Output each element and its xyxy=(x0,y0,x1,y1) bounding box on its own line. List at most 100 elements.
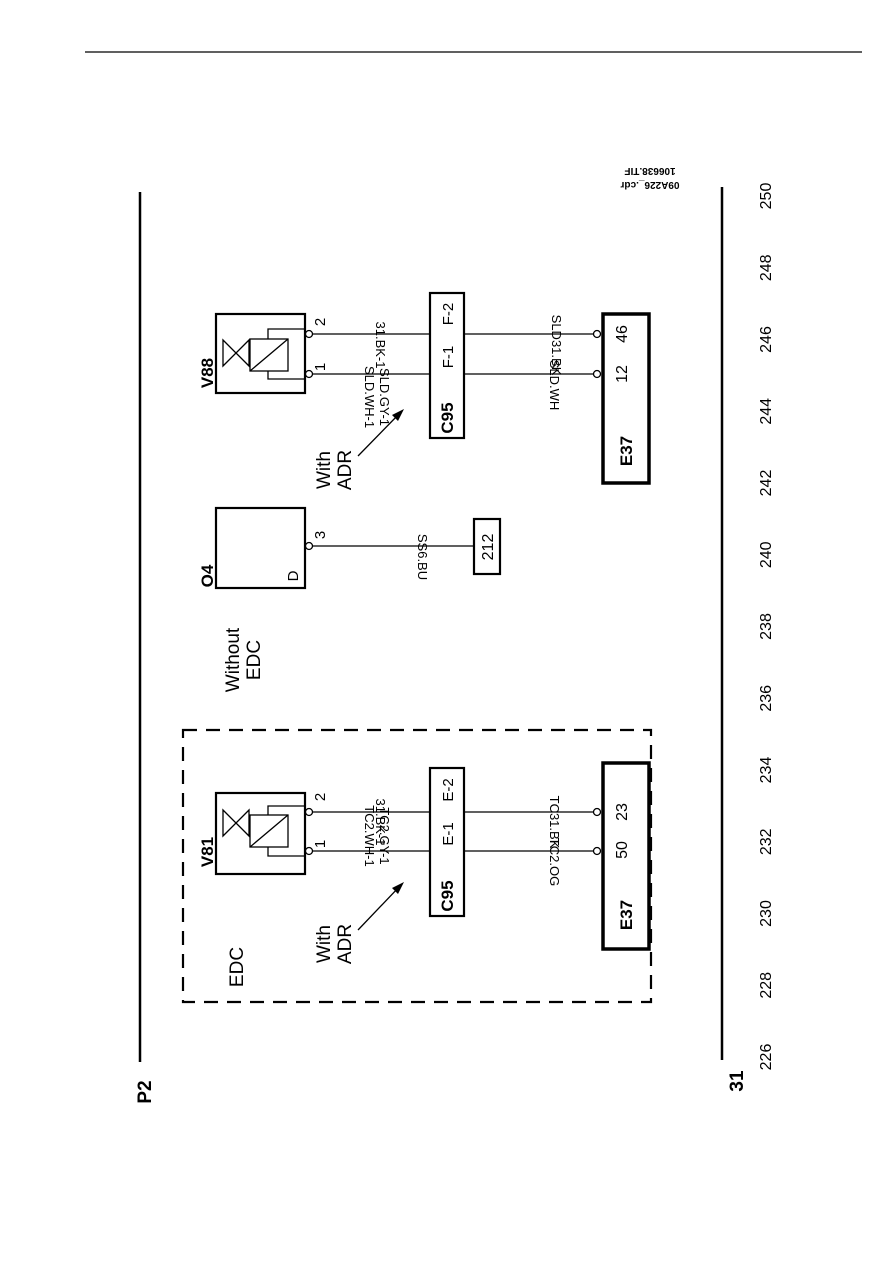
v88-wire-label-sld31: SLD31.BK xyxy=(549,315,564,376)
v88-wire-1-label-group: SLD.GY-1 SLD.WH-1 xyxy=(362,366,392,428)
v88-pin-2: 2 xyxy=(312,318,329,326)
v88-coil-diagonal xyxy=(249,338,289,372)
c95-f-pin-2: F-2 xyxy=(440,303,457,326)
edc-wire-label-og: TC2.OG xyxy=(547,838,562,886)
v81-valve-triangle-right xyxy=(235,808,250,838)
o4-pin-letter: D xyxy=(285,570,302,581)
edc-wire-label-gy: TC2.GY-1 xyxy=(377,807,392,864)
edc-wire-label-tc31: TC31.BK xyxy=(547,796,562,849)
e37-v88-pin-12: 12 xyxy=(614,365,631,383)
edc-adr-arrow-shaft xyxy=(357,885,401,931)
e37-edc-pin-50: 50 xyxy=(614,841,631,859)
edc-adr-arrow-head xyxy=(392,882,404,894)
grid-number: 242 xyxy=(758,470,775,497)
ref-212-box xyxy=(472,517,502,576)
v81-coil-diagonal xyxy=(249,814,289,848)
v81-pin-2: 2 xyxy=(312,793,329,801)
grid-number: 236 xyxy=(758,685,775,712)
v81-label: V81 xyxy=(198,837,217,867)
grid-number-row: 226 228 230 232 234 236 238 240 242 244 246 248 250 xyxy=(758,183,775,1071)
ss6-wire-label: SS6.BU xyxy=(415,534,430,580)
v81-valve-triangle-left xyxy=(222,808,237,838)
v88-pin-1: 1 xyxy=(312,363,329,371)
v88-coil-lead-2 xyxy=(267,328,305,339)
grid-number: 232 xyxy=(758,828,775,855)
edc-wire-label-bk: 31.BK-1 xyxy=(373,799,388,846)
edc-wire-1-label-group: TC2.GY-1 TC2.WH-1 xyxy=(362,805,392,866)
module-o4: O4 D 3 xyxy=(198,506,329,590)
grid-number: 250 xyxy=(758,183,775,210)
v88-wire-label-wh: SLD.WH-1 xyxy=(362,366,377,428)
v81-terminal-2 xyxy=(304,807,314,817)
connector-c95-f: C95 F-1 F-2 xyxy=(428,291,466,440)
e37-edc-pin-23: 23 xyxy=(614,803,631,821)
c95-e-box xyxy=(428,766,466,918)
e37-v88-box xyxy=(601,312,651,485)
e37-terminal-46 xyxy=(592,329,602,339)
grid-number: 248 xyxy=(758,254,775,281)
grid-number: 238 xyxy=(758,613,775,640)
e37-terminal-50 xyxy=(592,846,602,856)
c95-e-label: C95 xyxy=(438,880,457,911)
grid-number: 230 xyxy=(758,900,775,927)
v88-valve-triangle-right xyxy=(235,338,250,368)
o4-terminal-3 xyxy=(304,541,314,551)
v81-coil-lead-2 xyxy=(267,805,305,815)
filename-cdr: 09A226_.cdr xyxy=(620,179,679,190)
v81-terminal-1 xyxy=(304,846,314,856)
v88-wire-label-gy: SLD.GY-1 xyxy=(377,368,392,426)
edc-wire-label-wh: TC2.WH-1 xyxy=(362,805,377,866)
v88-coil-lead-1 xyxy=(267,371,305,380)
bus-label-31: 31 xyxy=(727,1070,748,1092)
v81-pin-1: 1 xyxy=(312,840,329,848)
grid-number: 234 xyxy=(758,757,775,784)
v88-terminal-2 xyxy=(304,329,314,339)
e37-terminal-23 xyxy=(592,807,602,817)
v81-box xyxy=(214,791,307,876)
e37-edc-label: E37 xyxy=(617,900,636,930)
c95-f-label: C95 xyxy=(438,402,457,433)
v88-solenoid-coil xyxy=(249,338,289,372)
file-labels: 09A226_.cdr 106638.TIF xyxy=(620,165,679,190)
v81-solenoid-coil xyxy=(249,814,289,848)
ecu-e37-edc: E37 50 23 xyxy=(601,761,651,951)
o4-pin-3: 3 xyxy=(312,531,329,539)
valve-v88: V88 1 2 xyxy=(198,312,329,395)
v88-wire-label-wh-lower: SLD.WH xyxy=(547,360,562,411)
o4-box xyxy=(214,506,307,590)
without-edc-note-line2: EDC xyxy=(244,640,265,680)
v88-adr-note-line1: With xyxy=(314,451,335,489)
ref-212-label: 212 xyxy=(480,534,497,561)
v88-terminal-1 xyxy=(304,369,314,379)
valve-v81: V81 1 2 xyxy=(198,791,329,876)
bus-label-p2: P2 xyxy=(135,1080,156,1103)
ecu-e37-v88: E37 12 46 xyxy=(601,312,651,485)
grid-number: 228 xyxy=(758,972,775,999)
e37-v88-pin-46: 46 xyxy=(614,325,631,343)
c95-f-box xyxy=(428,291,466,440)
v88-box xyxy=(214,312,307,395)
grid-number: 240 xyxy=(758,541,775,568)
v88-adr-note-line2: ADR xyxy=(335,450,356,490)
o4-label: O4 xyxy=(198,564,217,587)
e37-edc-box xyxy=(601,761,651,951)
grid-number: 226 xyxy=(758,1044,775,1071)
v88-adr-arrow-head xyxy=(392,409,404,421)
edc-adr-note-line1: With xyxy=(314,925,335,963)
edc-adr-note-line2: ADR xyxy=(335,924,356,964)
v81-coil-lead-1 xyxy=(267,847,305,857)
v88-wire-label-bk: 31.BK-1 xyxy=(373,322,388,369)
v88-valve-triangle-left xyxy=(222,338,237,368)
grid-number: 244 xyxy=(758,398,775,425)
v88-label: V88 xyxy=(198,358,217,388)
ref-box-212: 212 xyxy=(472,517,502,576)
v88-adr-arrow-shaft xyxy=(357,412,401,457)
without-edc-note-line1: Without xyxy=(223,627,244,692)
grid-number: 246 xyxy=(758,326,775,353)
c95-e-pin-2: E-2 xyxy=(440,778,457,801)
c95-f-pin-1: F-1 xyxy=(440,346,457,369)
e37-terminal-12 xyxy=(592,369,602,379)
e37-v88-label: E37 xyxy=(617,436,636,466)
edc-dashed-boundary xyxy=(181,728,653,1004)
